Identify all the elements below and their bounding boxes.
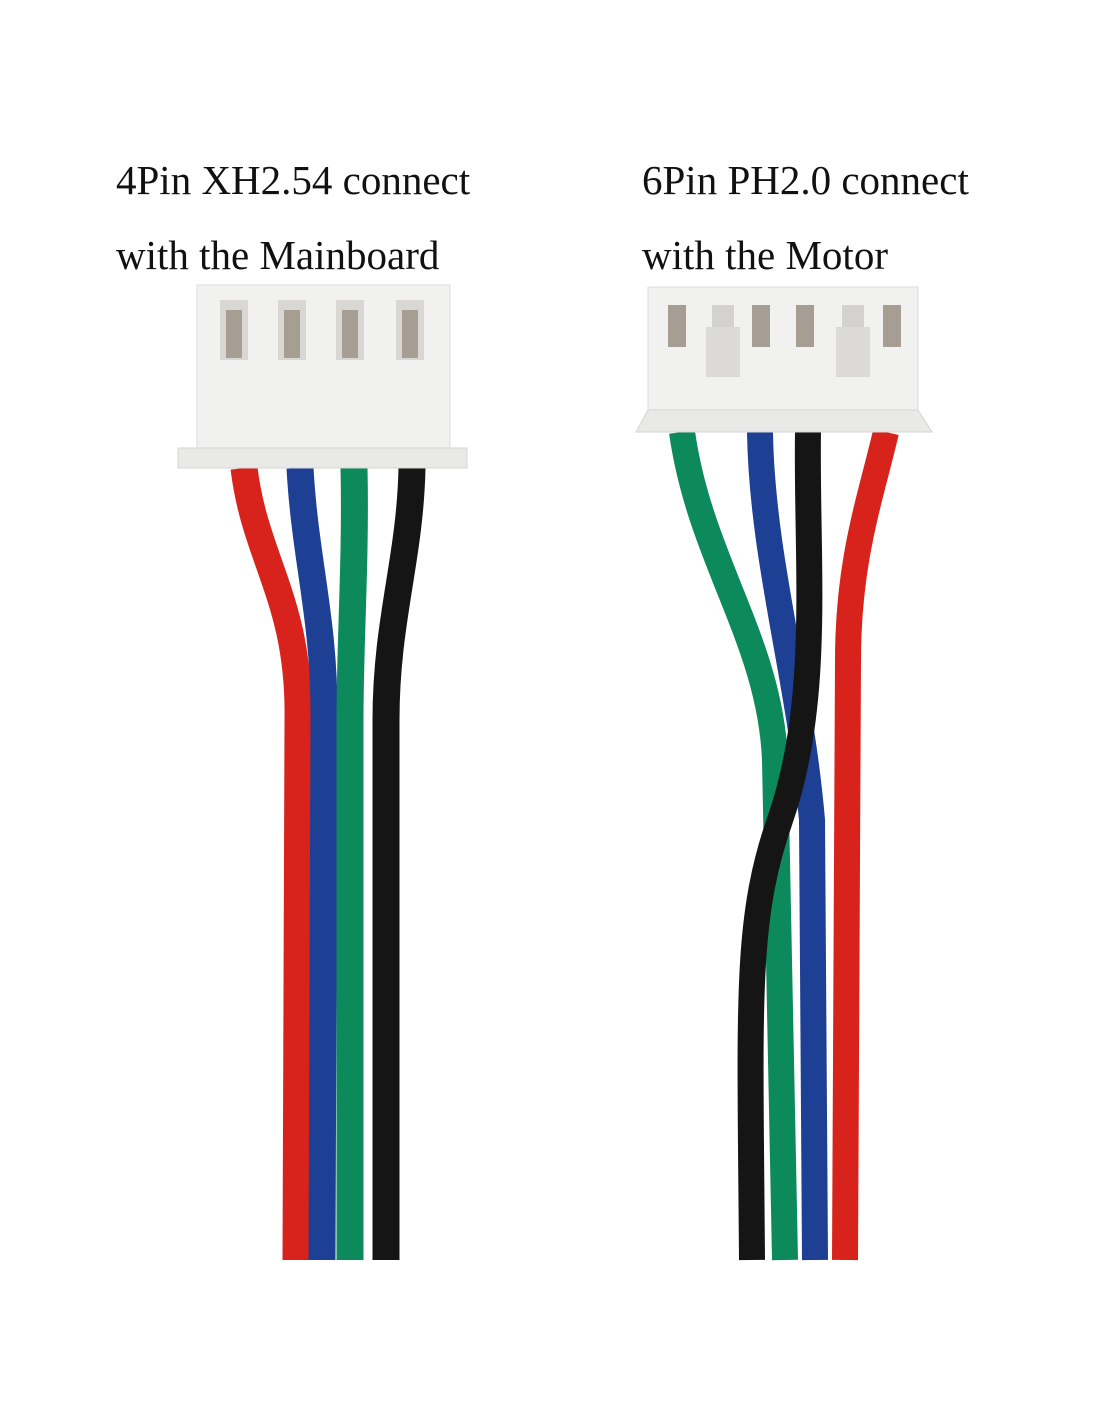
left-wire-green bbox=[336, 467, 368, 1260]
right-wires bbox=[669, 429, 899, 1261]
left-wires bbox=[230, 466, 426, 1261]
left-label-line2: with the Mainboard bbox=[116, 232, 440, 278]
right-label-line1: 6Pin PH2.0 connect bbox=[642, 157, 969, 203]
right-connector bbox=[635, 286, 933, 433]
left-wire-black bbox=[372, 467, 426, 1260]
right-wire-black bbox=[737, 431, 823, 1261]
left-connector bbox=[177, 284, 468, 469]
left-wire-blue bbox=[286, 467, 338, 1261]
right-wire-blue bbox=[747, 431, 828, 1261]
left-label-line1: 4Pin XH2.54 connect bbox=[116, 157, 471, 203]
left-wire-red bbox=[230, 466, 312, 1261]
right-wire-green bbox=[669, 430, 798, 1261]
right-wire-red bbox=[832, 429, 899, 1261]
right-label-line2: with the Motor bbox=[642, 232, 888, 278]
